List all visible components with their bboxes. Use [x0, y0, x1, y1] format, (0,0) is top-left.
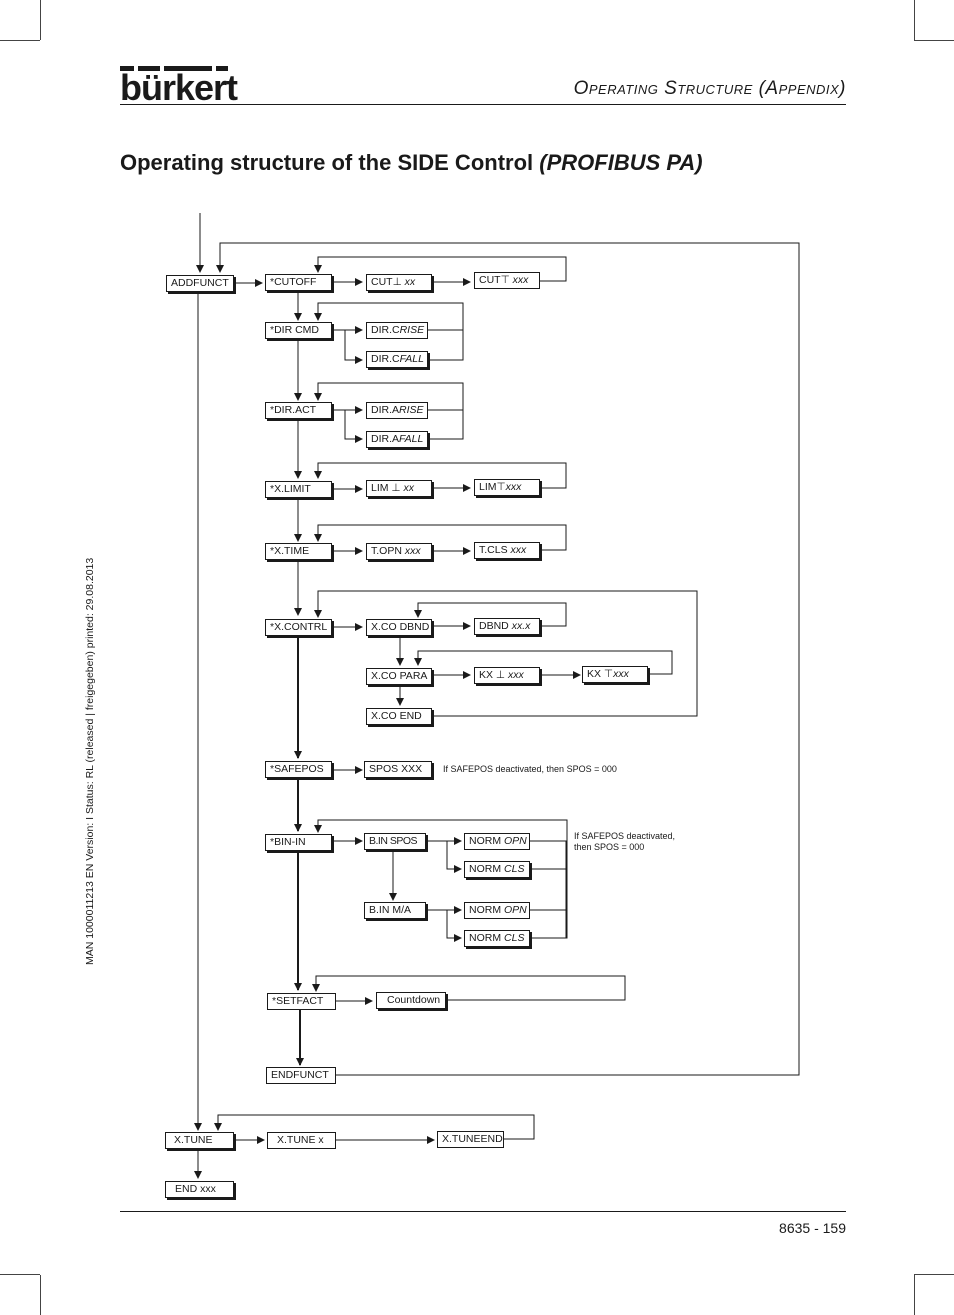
end-node: END xxx [165, 1181, 234, 1198]
lim-high-node: LIM⊤xxx [474, 479, 540, 496]
norm-cls-1-node: NORM CLS [464, 861, 530, 878]
page-title: Operating structure of the SIDE Control … [120, 150, 703, 176]
cut-low-node: CUT⊥ xx [366, 274, 432, 291]
x-tune-node: X.TUNE [165, 1132, 234, 1149]
bin-note-line-2: then SPOS = 000 [574, 842, 645, 852]
countdown-node: Countdown [376, 992, 446, 1009]
safepos-note: If SAFEPOS deactivated, then SPOS = 000 [443, 764, 617, 774]
x-co-para-node: X.CO PARA [366, 668, 432, 685]
bin-note-line-1: If SAFEPOS deactivated, [574, 831, 676, 841]
crop-mark [40, 0, 41, 40]
page-title-main: Operating structure of the SIDE Control [120, 150, 534, 175]
addfunct-node: ADDFUNCT [166, 275, 234, 292]
dbnd-node: DBND xx.x [474, 618, 540, 635]
t-cls-node: T.CLS xxx [474, 542, 540, 559]
section-title: Operating Structure (Appendix) [573, 78, 846, 99]
page-title-suffix: (PROFIBUS PA) [539, 150, 703, 175]
spos-node: SPOS XXX [364, 761, 432, 778]
logo-bars [120, 66, 230, 72]
norm-opn-2-node: NORM OPN [464, 902, 530, 919]
x-tune-x-node: X.TUNE x [267, 1132, 336, 1149]
header-rule [120, 104, 846, 105]
x-limit-node: *X.LIMIT [265, 481, 332, 498]
crop-mark [40, 1275, 41, 1315]
norm-cls-2-node: NORM CLS [464, 930, 530, 947]
dir-a-fall-node: DIR.AFALL [366, 431, 428, 448]
crop-mark [0, 40, 40, 41]
b-in-spos-node: B.IN SPOS [364, 833, 426, 850]
dir-a-rise-node: DIR.ARISE [366, 402, 428, 419]
x-co-end-node: X.CO END [366, 708, 432, 725]
crop-mark [914, 1275, 915, 1315]
endfunct-node: ENDFUNCT [266, 1067, 336, 1084]
crop-mark [0, 1274, 40, 1275]
footer-rule [120, 1211, 846, 1212]
dir-c-rise-node: DIR.CRISE [366, 322, 428, 339]
cut-high-node: CUT⊤ xxx [474, 272, 540, 289]
bin-note: If SAFEPOS deactivated, then SPOS = 000 [574, 831, 675, 853]
crop-mark [914, 40, 954, 41]
safepos-node: *SAFEPOS [265, 761, 332, 778]
crop-mark [914, 0, 915, 40]
dir-cmd-node: *DIR CMD [265, 322, 332, 339]
dir-act-node: *DIR.ACT [265, 402, 332, 419]
x-tuneend-node: X.TUNEEND [437, 1131, 504, 1148]
setfact-node: *SETFACT [267, 993, 336, 1010]
norm-opn-1-node: NORM OPN [464, 833, 530, 850]
page-number: 8635 - 159 [779, 1220, 846, 1236]
dir-c-fall-node: DIR.CFALL [366, 351, 428, 368]
t-opn-node: T.OPN xxx [366, 543, 432, 560]
cutoff-node: *CUTOFF [265, 274, 332, 291]
x-contrl-node: *X.CONTRL [265, 619, 332, 636]
lim-low-node: LIM ⊥ xx [366, 480, 432, 497]
x-time-node: *X.TIME [265, 543, 332, 560]
crop-mark [914, 1274, 954, 1275]
brand-logo: bürkert [120, 67, 238, 108]
x-co-dbnd-node: X.CO DBND [366, 619, 432, 636]
kx-high-node: KX ⊤xxx [582, 666, 648, 683]
b-in-ma-node: B.IN M/A [364, 902, 426, 919]
kx-low-node: KX ⊥ xxx [474, 667, 540, 684]
bin-in-node: *BIN-IN [265, 834, 332, 851]
